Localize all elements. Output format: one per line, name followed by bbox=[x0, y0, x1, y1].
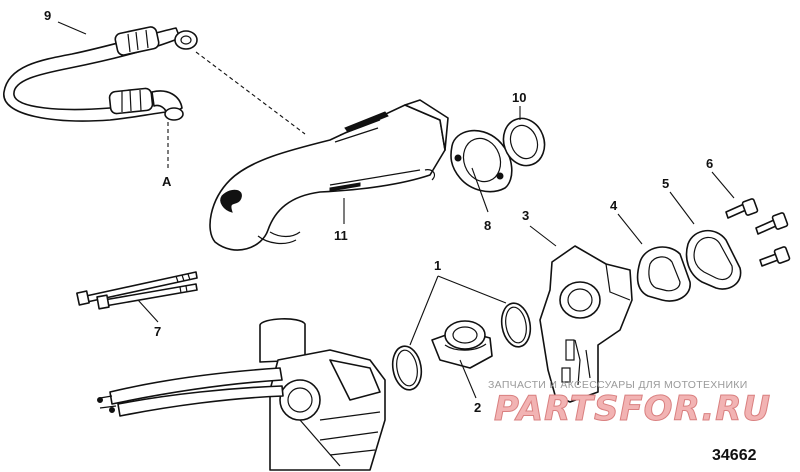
callout-6: 6 bbox=[706, 156, 713, 171]
watermark-tagline: ЗАПЧАСТИ И АКСЕССУАРЫ ДЛЯ МОТОТЕХНИКИ bbox=[488, 379, 748, 391]
callout-1: 1 bbox=[434, 258, 441, 273]
screws-6 bbox=[725, 198, 791, 267]
seal-5 bbox=[685, 229, 742, 290]
callout-10: 10 bbox=[512, 90, 526, 105]
callout-3: 3 bbox=[522, 208, 529, 223]
hose-assembly-9 bbox=[3, 26, 198, 122]
callout-7: 7 bbox=[154, 324, 161, 339]
callout-2: 2 bbox=[474, 400, 481, 415]
callout-8: 8 bbox=[484, 218, 491, 233]
bolts-7 bbox=[76, 271, 198, 310]
diagram-code: 34662 bbox=[712, 447, 757, 464]
seal-ring-10 bbox=[502, 117, 546, 167]
watermark: ЗАПЧАСТИ И АКСЕССУАРЫ ДЛЯ МОТОТЕХНИКИ PA… bbox=[488, 379, 771, 430]
o-rings-1 bbox=[391, 302, 532, 391]
fitting-2 bbox=[431, 320, 493, 369]
leader-lines bbox=[57, 21, 735, 399]
callout-a: A bbox=[162, 174, 172, 189]
elbow-manifold-11 bbox=[209, 99, 449, 251]
bracket-housing-3 bbox=[539, 245, 633, 403]
cylinder-body bbox=[97, 318, 386, 471]
watermark-brand: PARTSFOR.RU bbox=[494, 389, 771, 429]
callout-9: 9 bbox=[44, 8, 51, 23]
callout-4: 4 bbox=[610, 198, 618, 213]
callout-5: 5 bbox=[662, 176, 669, 191]
gasket-plate-8 bbox=[450, 129, 513, 193]
leader-9-to-11 bbox=[195, 51, 306, 135]
callout-11: 11 bbox=[334, 228, 348, 243]
callout-labels: 9 A 11 8 10 7 1 2 3 4 5 6 bbox=[44, 8, 713, 415]
gasket-4 bbox=[636, 246, 691, 302]
